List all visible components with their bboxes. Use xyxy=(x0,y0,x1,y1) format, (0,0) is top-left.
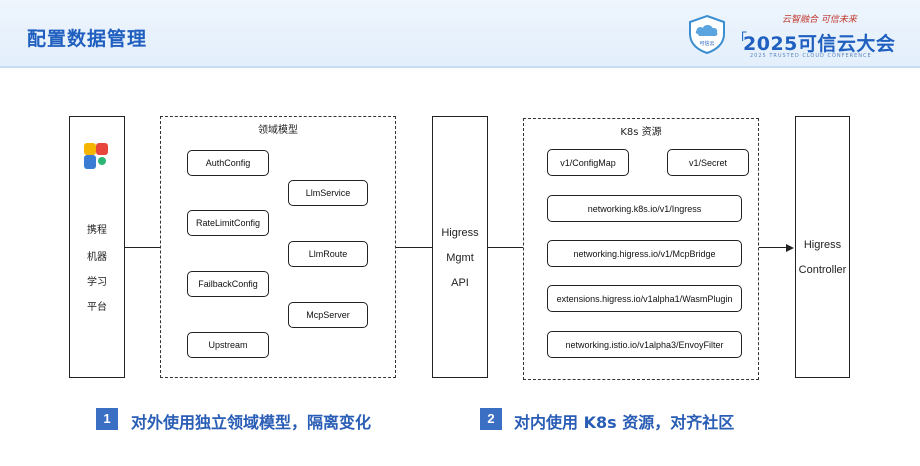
conference-bracket: 「 xyxy=(733,32,747,48)
conference-slogan: 云智融合 可信未来 xyxy=(782,15,857,25)
k8s-item-mcpbridge: networking.higress.io/v1/McpBridge xyxy=(547,240,742,267)
domain-item-ratelimitconfig: RateLimitConfig xyxy=(187,210,269,236)
point-2-text: 对内使用 K8s 资源，对齐社区 xyxy=(514,413,735,432)
api-line-3: API xyxy=(451,277,469,289)
platform-line-1: 携程 xyxy=(87,225,107,236)
domain-item-llmservice: LlmService xyxy=(288,180,368,206)
ctrip-logo-icon xyxy=(84,143,108,169)
domain-item-failbackconfig: FailbackConfig xyxy=(187,271,269,297)
domain-item-authconfig: AuthConfig xyxy=(187,150,269,176)
arrowhead-icon xyxy=(786,244,794,252)
platform-line-4: 平台 xyxy=(87,302,107,313)
controller-line-2: Controller xyxy=(798,264,847,276)
conference-name: 2025可信云大会 xyxy=(743,33,896,55)
connector-k8s-controller xyxy=(759,247,787,249)
page-title: 配置数据管理 xyxy=(27,28,148,50)
conference-english-name: 2025 TRUSTED CLOUD CONFERENCE xyxy=(750,53,872,59)
domain-item-upstream: Upstream xyxy=(187,332,269,358)
k8s-item-wasmplugin: extensions.higress.io/v1alpha1/WasmPlugi… xyxy=(547,285,742,312)
api-line-2: Mgmt xyxy=(446,252,474,264)
header-bar: 配置数据管理 可信云 云智融合 可信未来 「 2025可信云大会 2025 TR… xyxy=(0,0,920,68)
point-1-text: 对外使用独立领域模型，隔离变化 xyxy=(131,413,372,432)
domain-item-llmroute: LlmRoute xyxy=(288,241,368,267)
cloud-shield-logo-icon: 可信云 xyxy=(689,14,725,54)
domain-item-mcpserver: McpServer xyxy=(288,302,368,328)
api-box: Higress Mgmt API xyxy=(432,116,488,378)
k8s-item-configmap: v1/ConfigMap xyxy=(547,149,629,176)
logo-text: 可信云 xyxy=(699,40,714,47)
platform-line-3: 学习 xyxy=(87,277,107,288)
k8s-resources-label: K8s 资源 xyxy=(620,127,662,138)
connector-api-k8s xyxy=(488,247,524,249)
point-2-badge: 2 xyxy=(480,408,502,430)
point-1-badge: 1 xyxy=(96,408,118,430)
api-line-1: Higress xyxy=(441,227,479,239)
k8s-item-envoyfilter: networking.istio.io/v1alpha3/EnvoyFilter xyxy=(547,331,742,358)
connector-domain-api xyxy=(396,247,433,249)
k8s-item-ingress: networking.k8s.io/v1/Ingress xyxy=(547,195,742,222)
k8s-item-secret: v1/Secret xyxy=(667,149,749,176)
controller-box: Higress Controller xyxy=(795,116,850,378)
domain-model-label: 领域模型 xyxy=(258,125,298,136)
platform-box: 携程 机器 学习 平台 xyxy=(69,116,125,378)
platform-line-2: 机器 xyxy=(87,252,107,263)
controller-line-1: Higress xyxy=(803,239,842,251)
connector-platform-domain xyxy=(125,247,161,249)
